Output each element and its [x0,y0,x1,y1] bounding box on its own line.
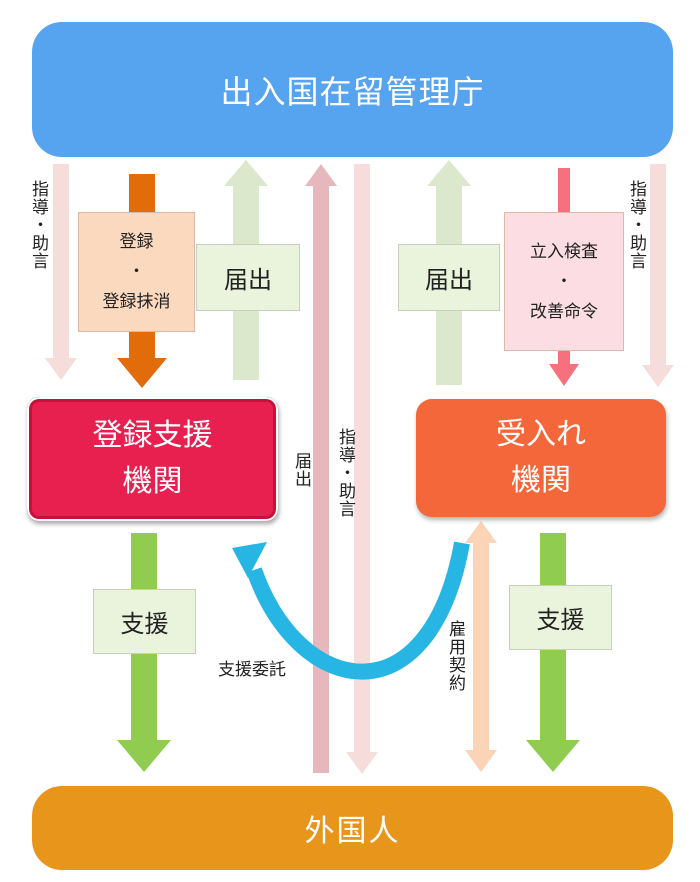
receiving-org-box: 受入れ 機関 [416,399,666,517]
guidance-arrow-left [45,164,77,380]
guidance-label-right: 指導・助言 [626,180,646,270]
report-label-left: 届出 [196,244,300,311]
delegation-curve-arrow [232,541,470,680]
report-label-left-text: 届出 [224,266,272,294]
support-label-left: 支援 [93,589,196,654]
immigration-agency-box: 出入国在留管理庁 [32,22,673,157]
employment-contract-label: 雇用契約 [445,620,465,692]
registration-line2: ・ [128,262,145,282]
inspection-note: 立入検査 ・ 改善命令 [504,212,624,351]
receiving-org-line2: 機関 [511,463,571,498]
guidance-arrow-right [642,164,674,387]
employment-contract-arrow [465,521,497,772]
report-arrow-center [305,164,337,773]
registered-support-org-line1: 登録支援 [92,418,213,453]
registration-line3: 登録抹消 [102,292,171,312]
inspection-line3: 改善命令 [530,301,598,322]
registered-support-org-box: 登録支援 機関 [27,397,278,521]
guidance-label-center: 指導・助言 [335,428,355,518]
report-label-center: 届出 [291,452,311,488]
support-label-right: 支援 [509,585,612,650]
receiving-org-line1: 受入れ [496,417,586,452]
support-label-right-text: 支援 [536,606,585,634]
inspection-line2: ・ [555,271,573,292]
guidance-label-left: 指導・助言 [28,180,48,270]
immigration-agency-label: 出入国在留管理庁 [220,72,485,111]
inspection-line1: 立入検査 [530,241,598,262]
support-label-left-text: 支援 [120,610,169,638]
registered-support-org-line2: 機関 [122,464,183,499]
guidance-arrow-center [346,164,378,774]
registration-note: 登録 ・ 登録抹消 [78,212,195,332]
foreigner-box: 外国人 [32,786,673,870]
report-label-right: 届出 [398,244,500,311]
registration-line1: 登録 [119,232,154,252]
foreigner-label: 外国人 [304,814,401,849]
support-delegation-label: 支援委託 [218,660,286,680]
report-label-right-text: 届出 [425,266,473,294]
support-arrow-right [526,533,580,772]
